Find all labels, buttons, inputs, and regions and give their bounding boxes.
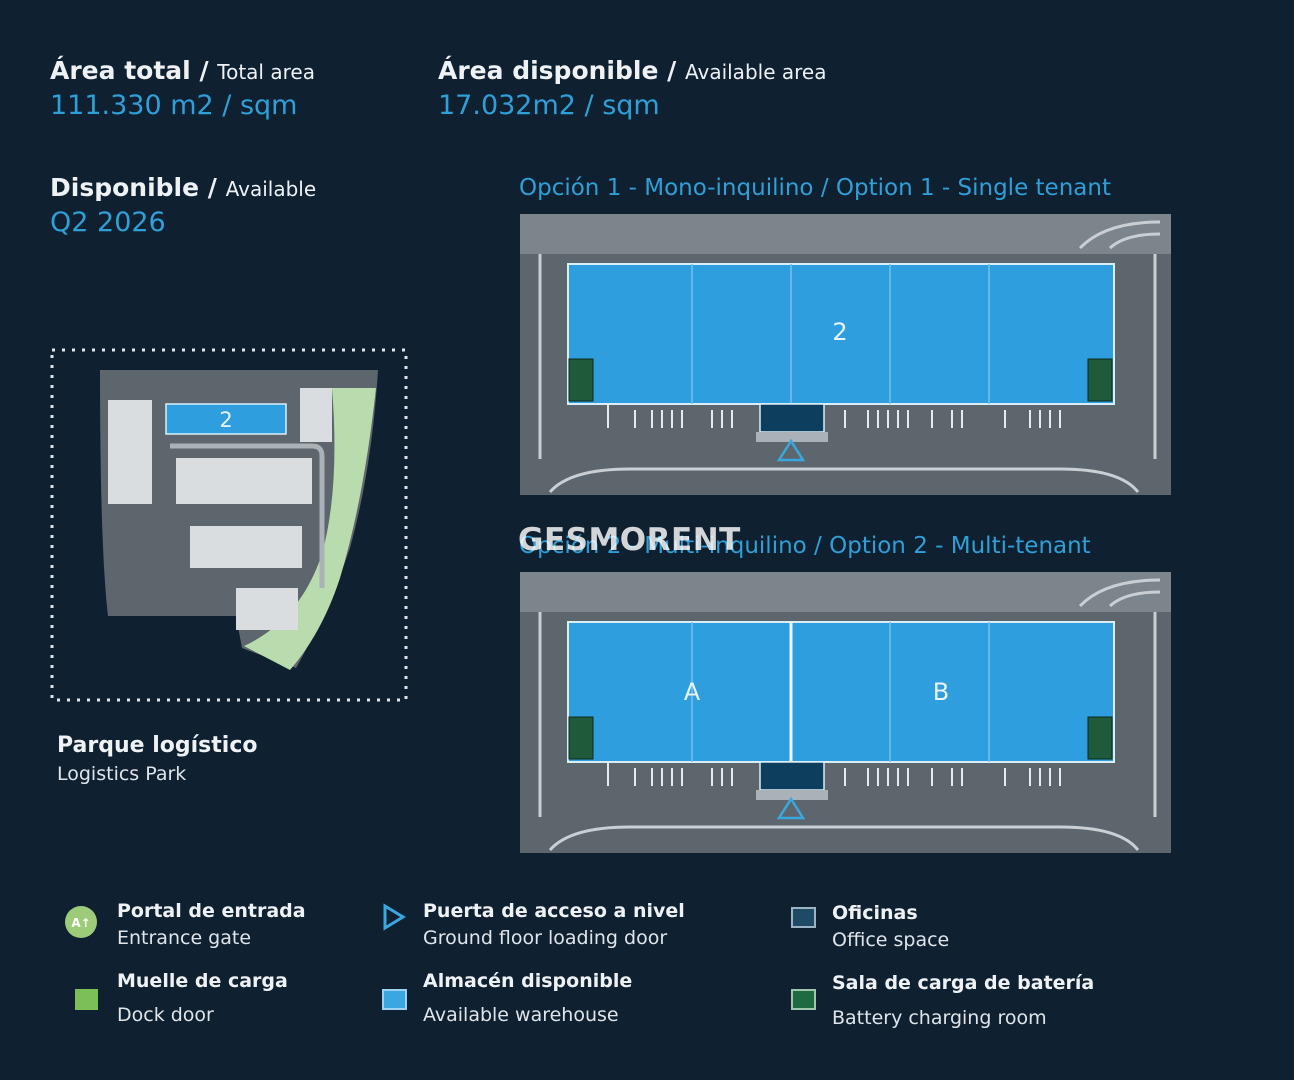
battery-room-left [568,716,594,760]
top-road [520,572,1171,612]
legend-loading-door-es: Puerta de acceso a nivel [423,900,685,922]
top-road [520,214,1171,254]
unit-label-b: B [933,678,949,706]
availability-label: Disponible / Available [50,173,317,202]
loading-door-icon [776,438,806,462]
green-area [244,388,376,670]
highlighted-unit-label: 2 [219,408,232,432]
building-center-2 [190,526,302,568]
building-south [236,588,298,630]
office-block [759,403,825,433]
unit-label-a: A [684,678,701,706]
option-2-floor-plan: A B [520,572,1171,853]
legend-entrance-gate-en: Entrance gate [117,927,252,949]
total-area-label: Área total / Total area [50,56,315,85]
legend-dock-door-es: Muelle de carga [117,970,288,992]
legend-warehouse-en: Available warehouse [423,1004,619,1026]
park-subtitle: Logistics Park [57,763,187,785]
legend-battery-room-en: Battery charging room [832,1007,1047,1029]
entrance-gate-icon: A↑ [65,906,97,938]
legend-loading-door-en: Ground floor loading door [423,927,668,949]
svg-text:A↑: A↑ [71,916,90,930]
battery-room-left [568,358,594,402]
option-1-title: Opción 1 - Mono-inquilino / Option 1 - S… [519,175,1111,201]
highlighted-building-2 [165,403,287,435]
dock-doors [607,404,1061,428]
dock-door-icon [75,989,98,1010]
loading-door-icon [383,903,406,931]
office-icon [791,907,816,928]
total-area-value: 111.330 m2 / sqm [50,90,298,121]
map-dotted-frame [50,348,408,702]
unit-label-2: 2 [832,318,847,346]
battery-room-icon [791,989,816,1010]
internal-road [170,443,325,588]
availability-value: Q2 2026 [50,207,166,238]
legend-warehouse-es: Almacén disponible [423,970,633,992]
battery-room-right [1087,358,1113,402]
park-title: Parque logístico [57,733,258,758]
watermark: GESMORENT [518,522,741,558]
legend-entrance-gate-es: Portal de entrada [117,900,306,922]
available-area-value: 17.032m2 / sqm [438,90,660,121]
warehouse-icon [382,989,407,1010]
road-curve [1078,220,1161,250]
loading-door-icon [776,796,806,820]
legend-office-en: Office space [832,929,950,951]
office-block [759,761,825,791]
dock-doors [607,762,1061,786]
option-2-title: Opción 2 - Multi-inquilino / Option 2 - … [519,533,1091,559]
bottom-road [548,467,1140,494]
warehouse-units-a-b [567,621,1115,763]
available-area-label: Área disponible / Available area [438,56,827,85]
building-center-1 [176,458,312,504]
logistics-park-map: 2 [50,348,408,702]
battery-room-right [1087,716,1113,760]
building-north-east [300,388,332,442]
warehouse-unit-2 [567,263,1115,405]
building-west [108,400,152,504]
option-1-floor-plan: 2 [520,214,1171,495]
legend-battery-room-es: Sala de carga de batería [832,972,1095,994]
legend-office-es: Oficinas [832,902,918,924]
legend-dock-door-en: Dock door [117,1004,214,1026]
